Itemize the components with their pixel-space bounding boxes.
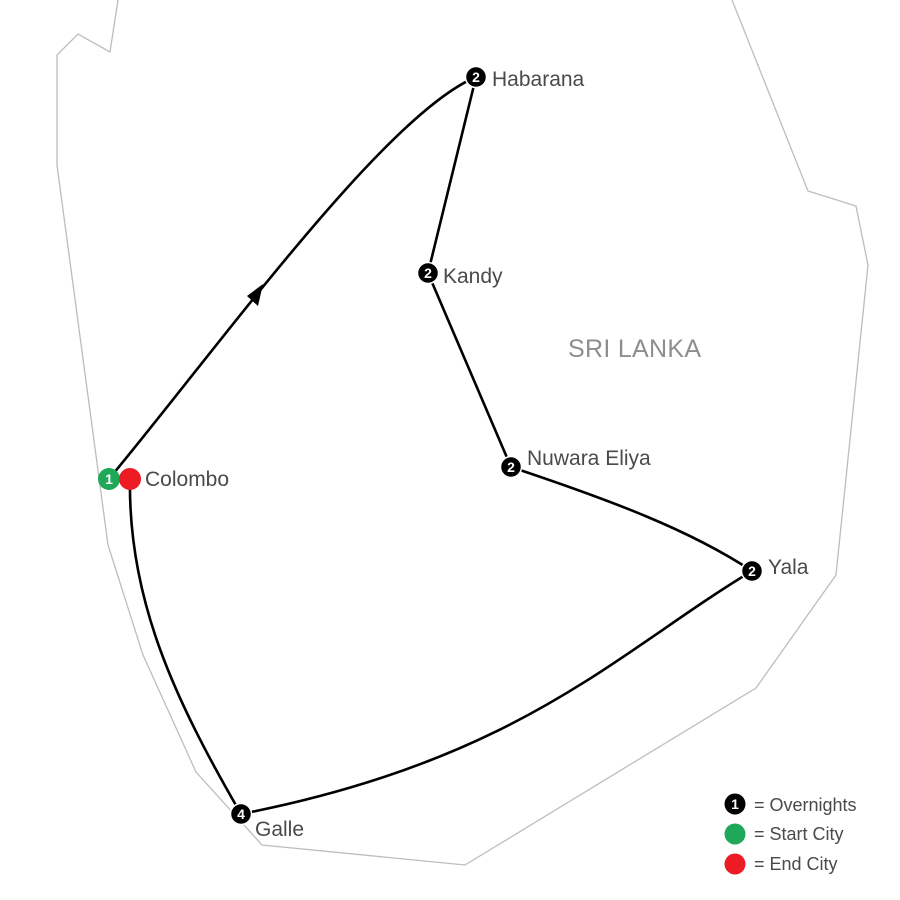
overnights-count: 2	[507, 459, 515, 475]
stop-kandy: 2 Kandy	[416, 261, 503, 288]
city-label-nuwara-eliya: Nuwara Eliya	[527, 447, 651, 470]
start-city-marker	[98, 468, 120, 490]
overnights-count: 4	[237, 806, 245, 822]
city-label-colombo: Colombo	[145, 468, 229, 491]
overnights-count: 2	[424, 265, 432, 281]
start-city-icon	[724, 823, 746, 845]
overnight-marker	[416, 261, 440, 285]
stop-colombo: 1 Colombo	[98, 468, 229, 491]
stop-yala: 2 Yala	[740, 556, 809, 583]
route-leg-yala-galle	[239, 569, 754, 816]
stop-nuwara-eliya: 2 Nuwara Eliya	[499, 447, 651, 479]
route-leg-nuwara-eliya-yala	[509, 465, 754, 573]
city-label-habarana: Habarana	[492, 68, 585, 91]
overnights-count: 2	[472, 69, 480, 85]
legend-item-end-city: = End City	[724, 853, 838, 875]
overnights-count: 2	[748, 563, 756, 579]
sri-lanka-coastline	[56, 0, 869, 866]
end-city-icon	[724, 853, 746, 875]
city-label-kandy: Kandy	[443, 265, 503, 288]
tour-route	[107, 75, 754, 816]
stop-habarana: 2 Habarana	[464, 65, 585, 91]
route-direction-arrow	[247, 284, 263, 306]
legend-item-start-city: = Start City	[724, 823, 844, 845]
legend-end-city-label: = End City	[754, 854, 838, 874]
overnight-marker	[499, 455, 523, 479]
legend-item-overnights: 1 = Overnights	[724, 793, 857, 815]
overnight-marker	[740, 559, 764, 583]
map-legend: 1 = Overnights = Start City = End City	[724, 793, 857, 875]
route-leg-galle-colombo	[128, 477, 243, 816]
route-leg-colombo-habarana	[107, 75, 478, 481]
city-label-yala: Yala	[768, 556, 809, 579]
overnights-count: 1	[105, 471, 113, 487]
route-leg-kandy-nuwara-eliya	[426, 271, 513, 469]
legend-overnights-symbol: 1	[731, 796, 739, 812]
stop-galle: 4 Galle	[229, 802, 304, 841]
legend-start-city-label: = Start City	[754, 824, 844, 844]
overnight-marker	[229, 802, 253, 826]
country-label: SRI LANKA	[568, 335, 701, 363]
legend-overnights-label: = Overnights	[754, 795, 857, 815]
end-city-marker	[119, 468, 141, 490]
city-label-galle: Galle	[255, 818, 304, 841]
route-leg-habarana-kandy	[426, 75, 478, 275]
overnight-marker	[464, 65, 488, 89]
overnight-marker-icon	[724, 793, 746, 815]
